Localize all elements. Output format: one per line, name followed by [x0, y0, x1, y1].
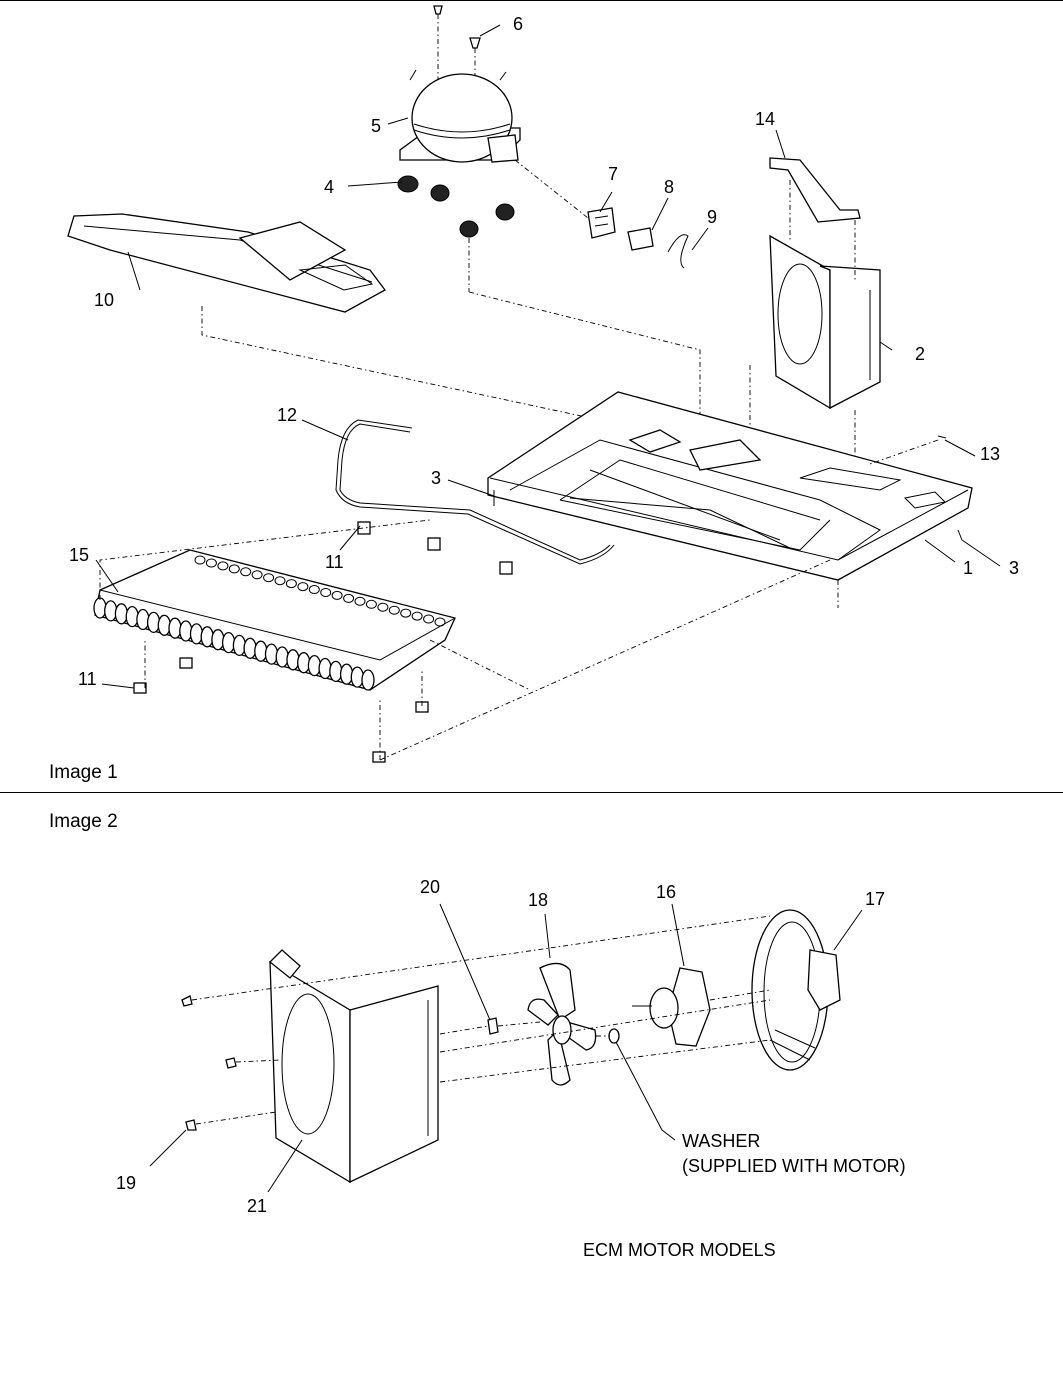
- callout-19: 19: [116, 1173, 137, 1193]
- leader-lines-image-2: [149, 903, 863, 1193]
- callout-7: 7: [608, 164, 619, 184]
- section-divider: [0, 792, 1063, 793]
- condenser-coil-part-15: [93, 549, 456, 691]
- callout-3b: 3: [1009, 558, 1020, 578]
- relay-part-7: [587, 207, 616, 239]
- tube-part-12: [335, 419, 615, 565]
- callout-5: 5: [371, 116, 382, 136]
- motor-mount-part-17: [751, 909, 841, 1071]
- shroud-part-21: [269, 949, 439, 1184]
- callout-18: 18: [528, 890, 549, 910]
- callout-11a: 11: [325, 552, 344, 572]
- callout-2: 2: [915, 344, 926, 364]
- washer-label: WASHER: [682, 1131, 761, 1151]
- callout-21: 21: [247, 1196, 268, 1216]
- callout-10: 10: [94, 290, 115, 310]
- callout-12: 12: [277, 405, 298, 425]
- callout-8: 8: [664, 177, 675, 197]
- clip-part-9: [667, 234, 689, 269]
- shroud-part-2: [769, 234, 881, 410]
- screws-part-3-13: [493, 435, 963, 541]
- callout-1: 1: [963, 558, 974, 578]
- image-2-label: Image 2: [49, 811, 118, 832]
- leader-lines-image-1: [95, 24, 1001, 689]
- screw-top-part: [433, 5, 443, 80]
- callout-20: 20: [420, 877, 441, 897]
- grommets-part-4: [397, 175, 515, 238]
- motor-part-16: [632, 967, 711, 1047]
- washer-note: (SUPPLIED WITH MOTOR): [682, 1156, 906, 1176]
- overload-part-8: [627, 227, 654, 251]
- callout-14: 14: [755, 109, 776, 129]
- drain-pan-part-10: [67, 213, 386, 313]
- top-rule: [0, 0, 1063, 1]
- callout-16: 16: [656, 882, 677, 902]
- callout-11b: 11: [78, 669, 97, 689]
- callout-6: 6: [513, 14, 524, 34]
- washer-part: [608, 1028, 620, 1044]
- ecm-motor-models-caption: ECM MOTOR MODELS: [583, 1240, 776, 1260]
- callout-3a: 3: [431, 468, 442, 488]
- screws-part-19-20: [181, 995, 499, 1131]
- fan-blade-part-18: [527, 962, 597, 1086]
- image-1-label: Image 1: [49, 762, 118, 783]
- callout-4: 4: [324, 177, 335, 197]
- base-plate-part-1: [487, 391, 973, 581]
- assembly-lines-image-2: [191, 915, 771, 1125]
- callout-15: 15: [69, 545, 90, 565]
- spacers-part-11: [133, 521, 513, 763]
- callout-17: 17: [865, 889, 886, 909]
- screw-part-6: [469, 37, 481, 90]
- strip-part-14: [769, 157, 861, 223]
- callout-13: 13: [980, 444, 1001, 464]
- compressor-part-5: [399, 69, 521, 163]
- callout-9: 9: [707, 207, 718, 227]
